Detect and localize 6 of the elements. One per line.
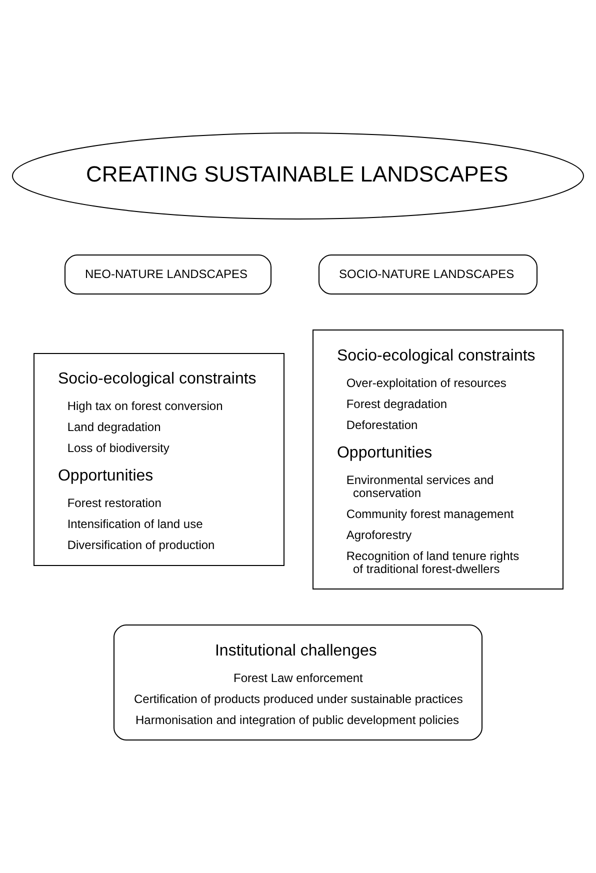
node-box: Socio-ecological constraints Over-exploitation of resources Forest degradation Deforestation Opportunities Environmental services and conservation Community forest management Agroforestry Recognition of land tenure rights of traditional forest-dwellers xyxy=(312,330,564,590)
node-box: Institutional challenges Forest Law enforcement Certification of products produced under sustainable practices Harmonisation and integration of public development policies xyxy=(114,624,482,740)
node-ellipse: CREATING SUSTAINABLE LANDSCAPES xyxy=(12,132,584,220)
node-box: NEO-NATURE LANDSCAPES xyxy=(64,254,272,294)
node-box: SOCIO-NATURE LANDSCAPES xyxy=(318,254,538,294)
node-box: Socio-ecological constraints High tax on forest conversion Land degradation Loss of biodiversity Opportunities Forest restoration Intensification of land use Diversification of production xyxy=(34,353,284,566)
